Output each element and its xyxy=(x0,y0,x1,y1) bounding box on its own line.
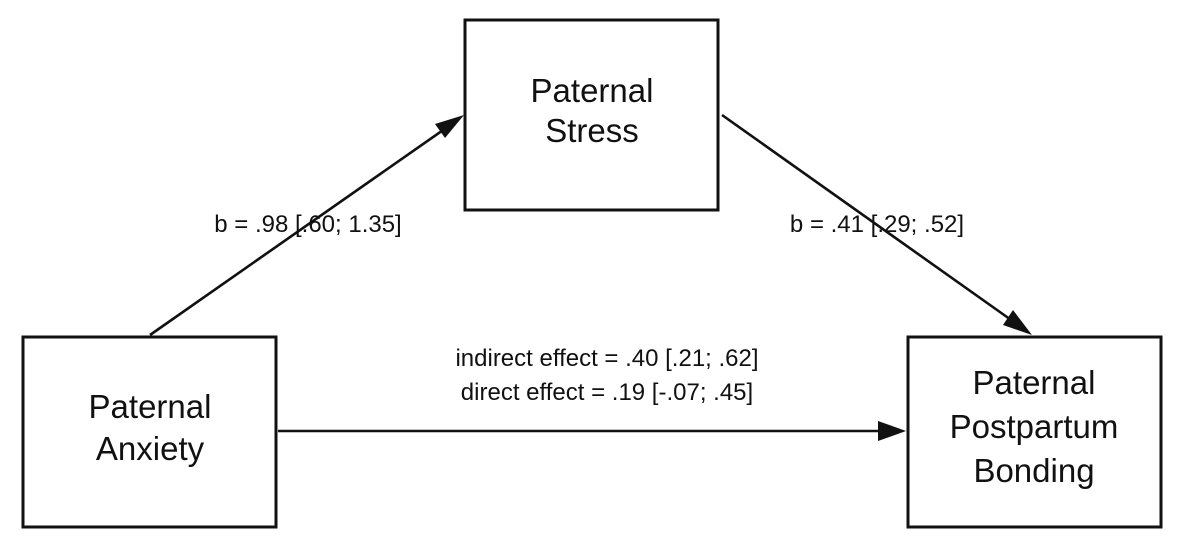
edge-label-stress-to-bonding: b = .41 [.29; .52] xyxy=(790,211,964,238)
node-anxiety-line1: Paternal xyxy=(89,388,212,425)
node-paternal-postpartum-bonding: Paternal Postpartum Bonding xyxy=(906,335,1163,529)
node-anxiety-line2: Anxiety xyxy=(96,430,205,467)
node-box-anxiety xyxy=(21,335,278,529)
node-bonding-line1: Paternal xyxy=(973,364,1096,401)
node-box-stress xyxy=(463,18,720,212)
arrowhead-to-bonding-from-stress xyxy=(1003,310,1032,335)
arrowhead-to-bonding-from-anxiety xyxy=(878,421,906,441)
edge-line-anxiety-to-stress xyxy=(149,126,447,337)
node-stress-line2: Stress xyxy=(545,112,639,149)
edge-stress-to-bonding xyxy=(721,113,1032,335)
node-paternal-anxiety: Paternal Anxiety xyxy=(21,335,278,529)
arrowhead-to-stress xyxy=(435,115,464,138)
edge-label-anxiety-to-stress: b = .98 [.60; 1.35] xyxy=(214,211,401,238)
node-box-bonding xyxy=(906,335,1163,529)
node-bonding-line3: Bonding xyxy=(973,452,1094,489)
edge-label-direct-effect: direct effect = .19 [-.07; .45] xyxy=(461,379,753,406)
edge-line-stress-to-bonding xyxy=(721,113,1015,324)
edge-anxiety-to-stress xyxy=(149,115,464,337)
node-bonding-line2: Postpartum xyxy=(950,408,1119,445)
edge-label-indirect-effect: indirect effect = .40 [.21; .62] xyxy=(455,345,758,372)
node-paternal-stress: Paternal Stress xyxy=(463,18,720,212)
node-stress-line1: Paternal xyxy=(531,72,654,109)
edge-anxiety-to-bonding xyxy=(278,421,906,441)
